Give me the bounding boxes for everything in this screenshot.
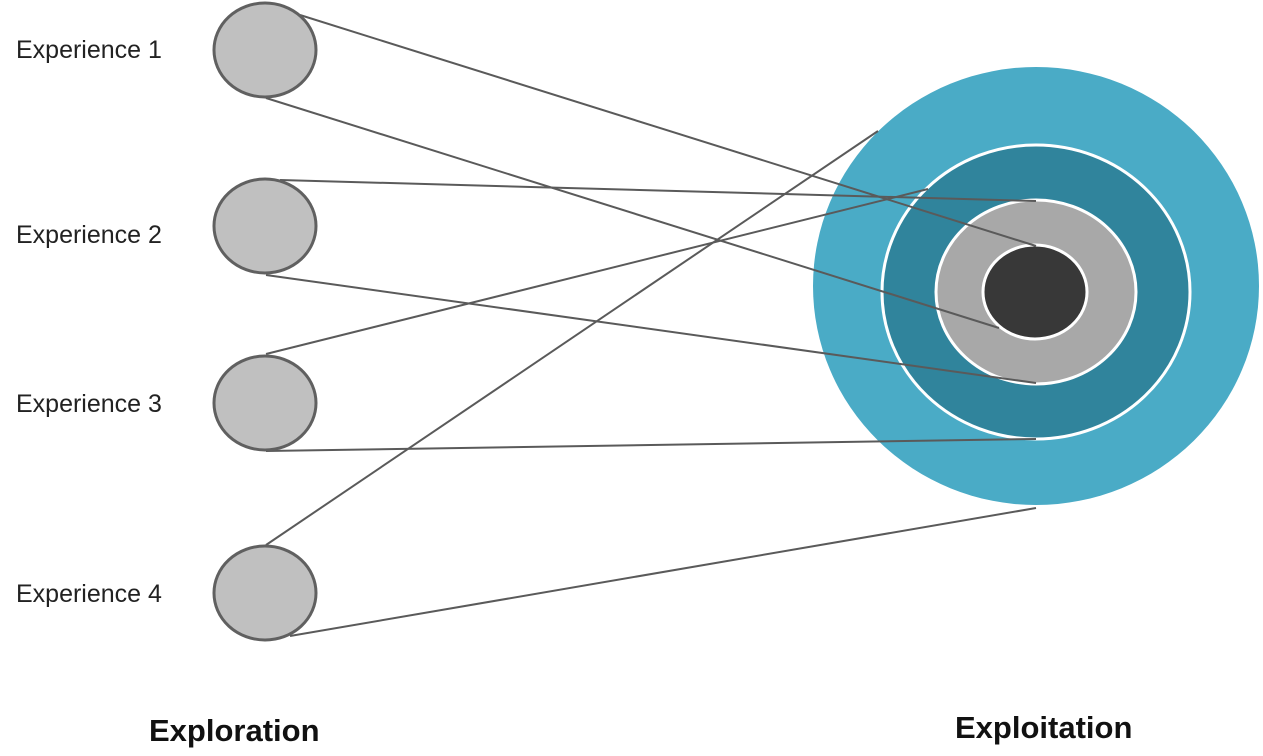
connector-line (279, 179, 1037, 202)
experience-node-1 (212, 1, 318, 99)
experience-node-3 (212, 354, 318, 452)
connector-line (265, 97, 1000, 329)
target (813, 67, 1259, 505)
experience-nodes (212, 1, 318, 642)
connector-line (289, 507, 1037, 637)
connector-line (265, 188, 929, 355)
connector-line (299, 14, 1037, 247)
connector-line (265, 438, 1037, 452)
experience-label-1: Experience 1 (16, 36, 162, 64)
experience-node-4 (212, 544, 318, 642)
experience-label-4: Experience 4 (16, 580, 162, 608)
experience-label-2: Experience 2 (16, 221, 162, 249)
experience-label-3: Experience 3 (16, 390, 162, 418)
connector-line (265, 130, 879, 546)
target-core (981, 243, 1089, 341)
exploitation-label: Exploitation (955, 710, 1133, 745)
exploration-label: Exploration (149, 713, 320, 748)
connectors (265, 14, 1037, 637)
experience-node-2 (212, 177, 318, 275)
connector-line (265, 274, 1037, 384)
